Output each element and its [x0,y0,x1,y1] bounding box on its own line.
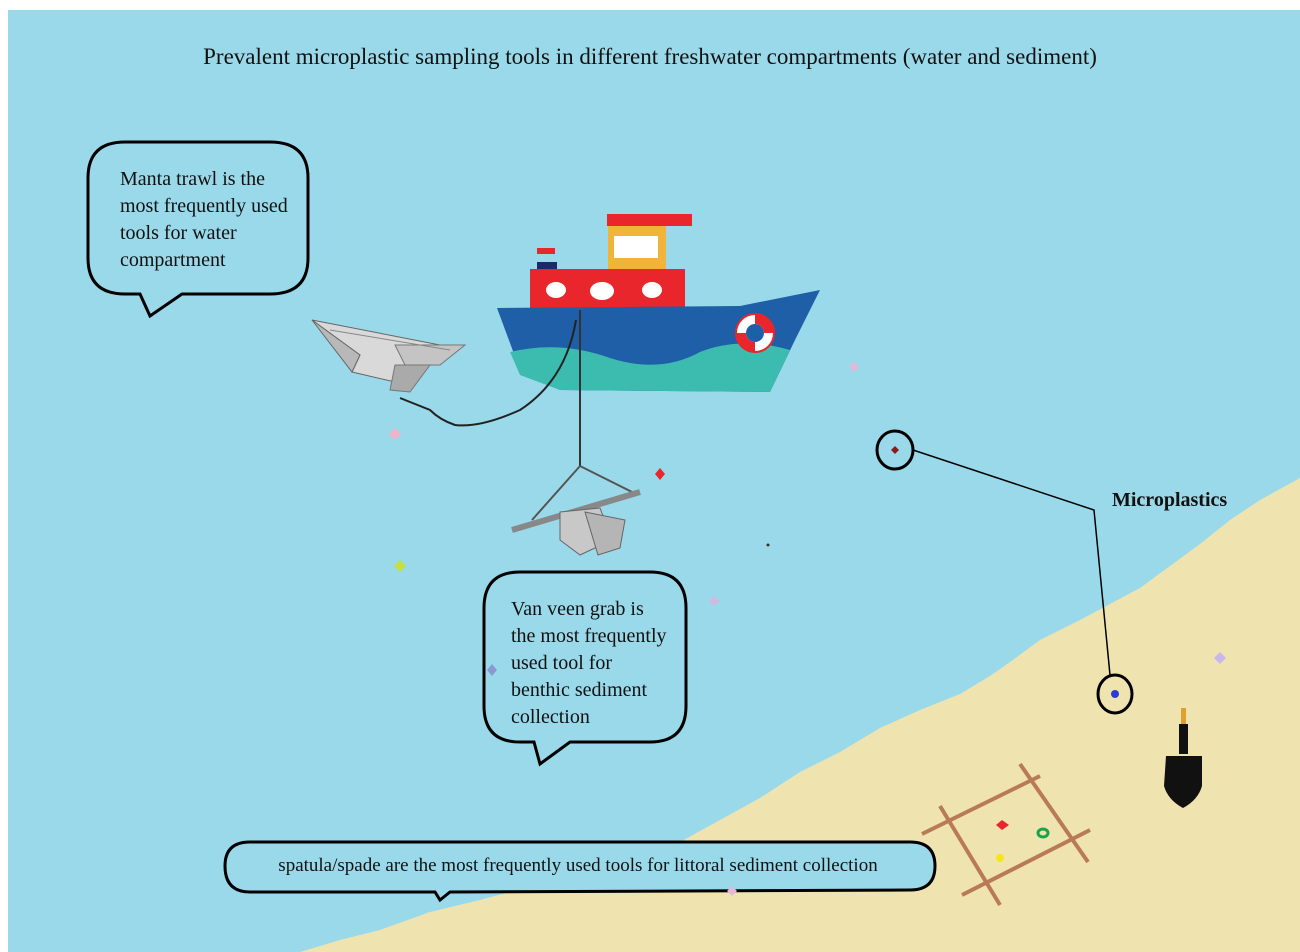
shore-sand [300,478,1300,952]
microplastic-callout [875,429,1134,715]
vanveen-callout-text: Van veen grab is the most frequently use… [511,598,667,728]
trawl-tow-line [399,319,577,427]
van-veen-grab-icon [511,465,641,556]
manta-callout-bubble [86,140,310,319]
spatula-callout-bubble [223,840,937,903]
spade-icon [1164,708,1202,808]
spatula-callout-text: spatula/spade are the most frequently us… [278,855,878,876]
manta-trawl-icon [311,319,467,393]
quadrat-particles [996,820,1050,862]
microplastics-label: Microplastics [1112,489,1228,511]
vanveen-callout-bubble [482,570,688,767]
diagram-title: Prevalent microplastic sampling tools in… [203,44,1097,69]
manta-callout-text: Manta trawl is the most frequently used … [120,168,288,271]
life-ring-icon [735,313,775,353]
microplastic-particles [389,362,1226,896]
quadrat-icon [921,762,1091,907]
